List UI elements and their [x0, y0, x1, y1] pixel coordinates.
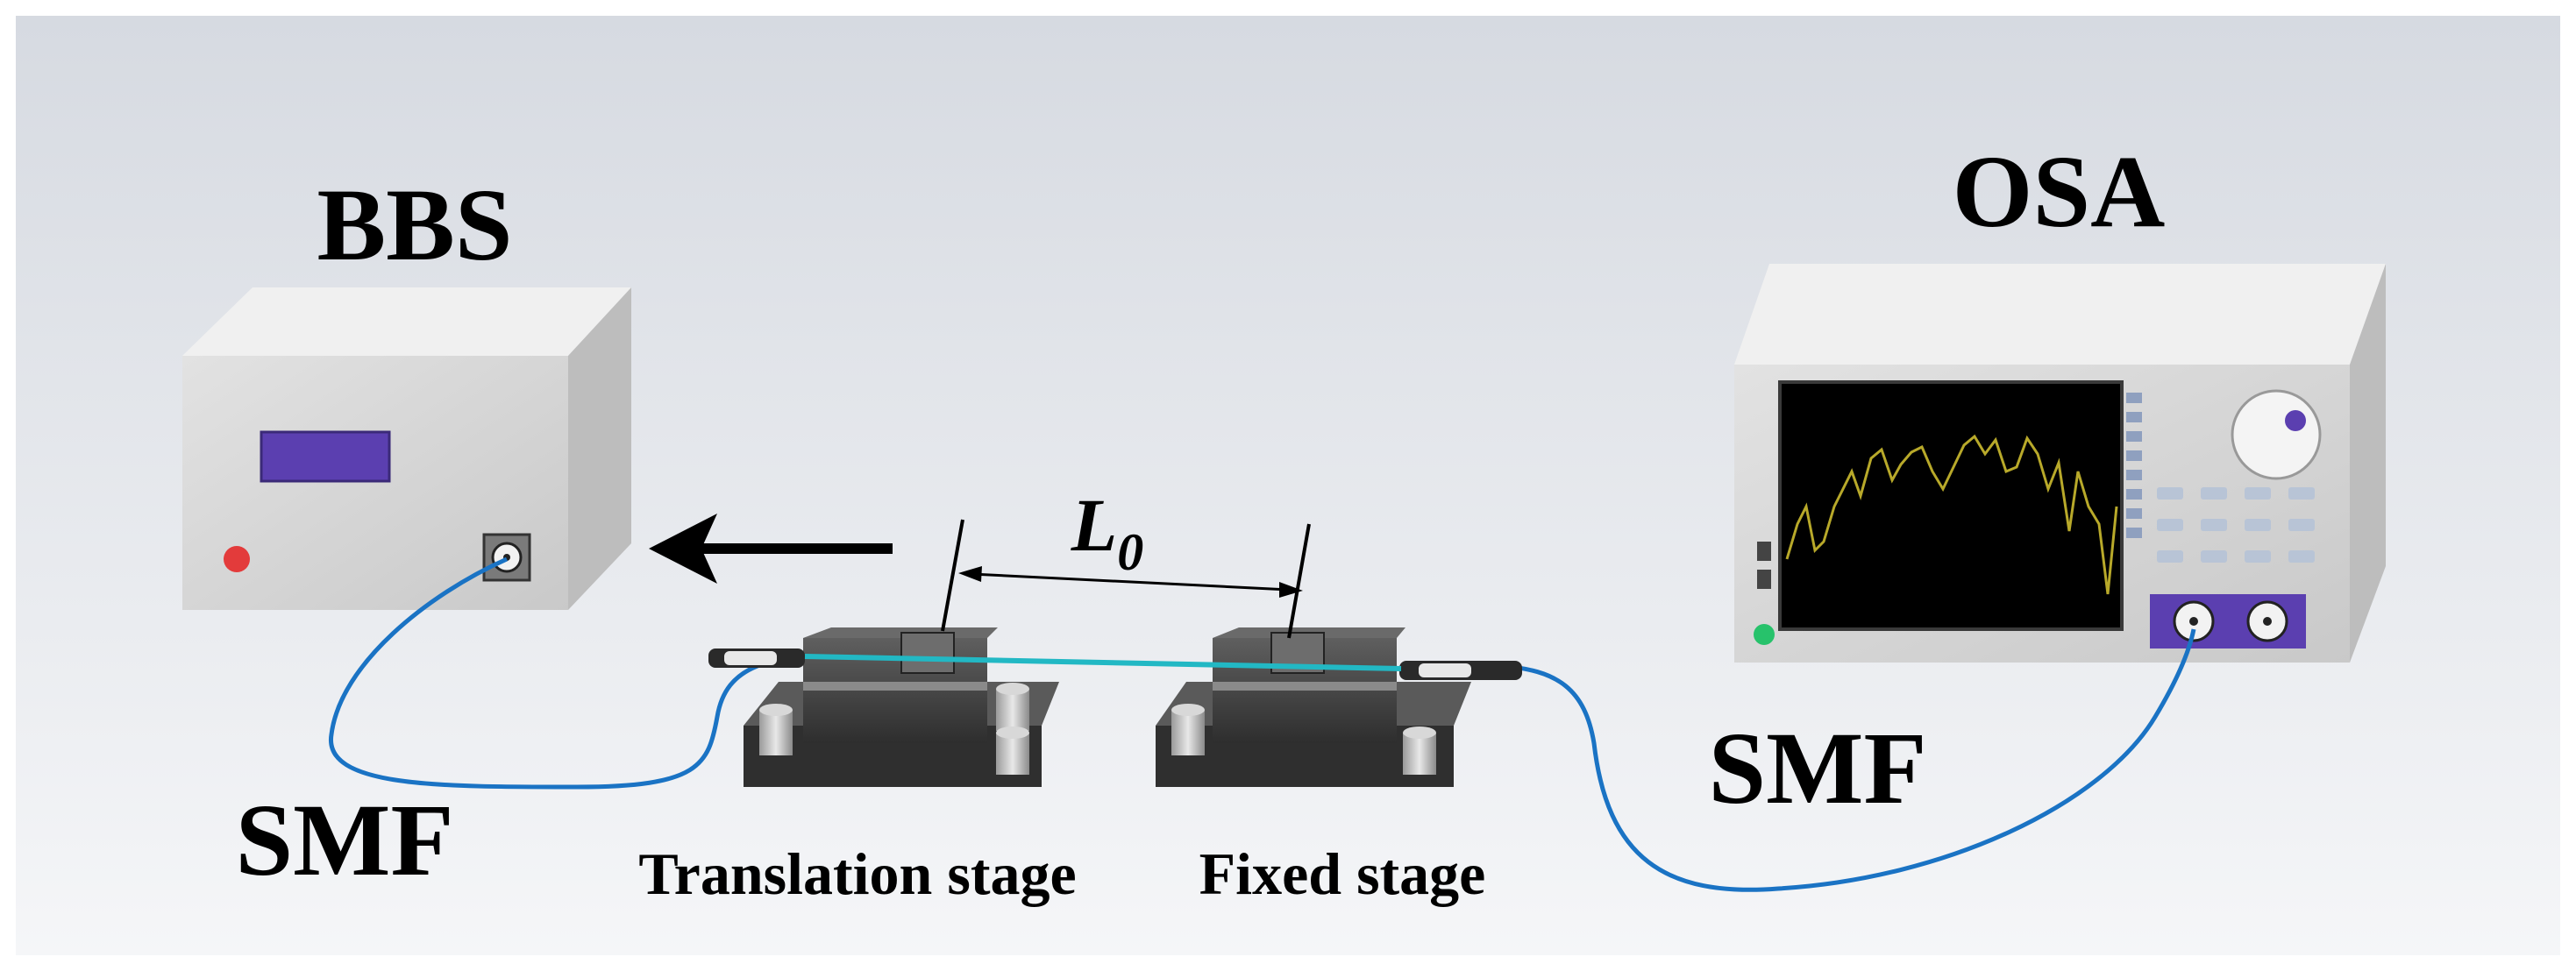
bbs-instrument [182, 287, 631, 610]
fixed-stage-label: Fixed stage [1199, 840, 1486, 907]
dimension-tick-left [941, 519, 964, 632]
osa-instrument [1734, 264, 2386, 663]
fiber-sensing-section [804, 654, 1402, 671]
bbs-top-face [182, 287, 631, 356]
smf-left-label: SMF [235, 783, 453, 897]
experimental-setup-diagram: BBS [16, 16, 2560, 955]
setup-canvas: BBS [16, 16, 2560, 955]
right-fiber-holder [1399, 661, 1522, 680]
left-fiber-holder [708, 649, 805, 668]
osa-screen [1778, 380, 2124, 631]
smf-right-cable [1497, 628, 2196, 892]
osa-knob-icon [2231, 389, 2322, 480]
osa-side-face [2350, 264, 2386, 663]
fixed-stage [1156, 627, 1471, 787]
bbs-display [260, 430, 391, 483]
osa-label: OSA [1953, 134, 2166, 249]
bbs-side-face [568, 287, 631, 610]
smf-left-cable [329, 556, 850, 790]
smf-right-label: SMF [1708, 711, 1926, 826]
bbs-label: BBS [317, 167, 512, 282]
osa-top-face [1734, 264, 2386, 365]
length-label: L0 [1071, 483, 1144, 581]
osa-side-buttons [2126, 393, 2142, 538]
bbs-power-button-icon [224, 546, 250, 572]
double-arrow-icon [958, 566, 1303, 598]
length-dimension: L0 [941, 483, 1311, 639]
translation-stage-clamp [900, 632, 955, 674]
osa-power-button-icon [1754, 624, 1775, 645]
translation-stage-label: Translation stage [638, 840, 1076, 907]
arrow-left-icon [649, 514, 893, 584]
osa-spectrum-trace [1785, 434, 2118, 595]
translation-stage [744, 627, 1059, 787]
osa-keypad [2157, 487, 2315, 563]
dimension-tick-right [1287, 523, 1311, 639]
length-subscript: 0 [1117, 523, 1143, 581]
